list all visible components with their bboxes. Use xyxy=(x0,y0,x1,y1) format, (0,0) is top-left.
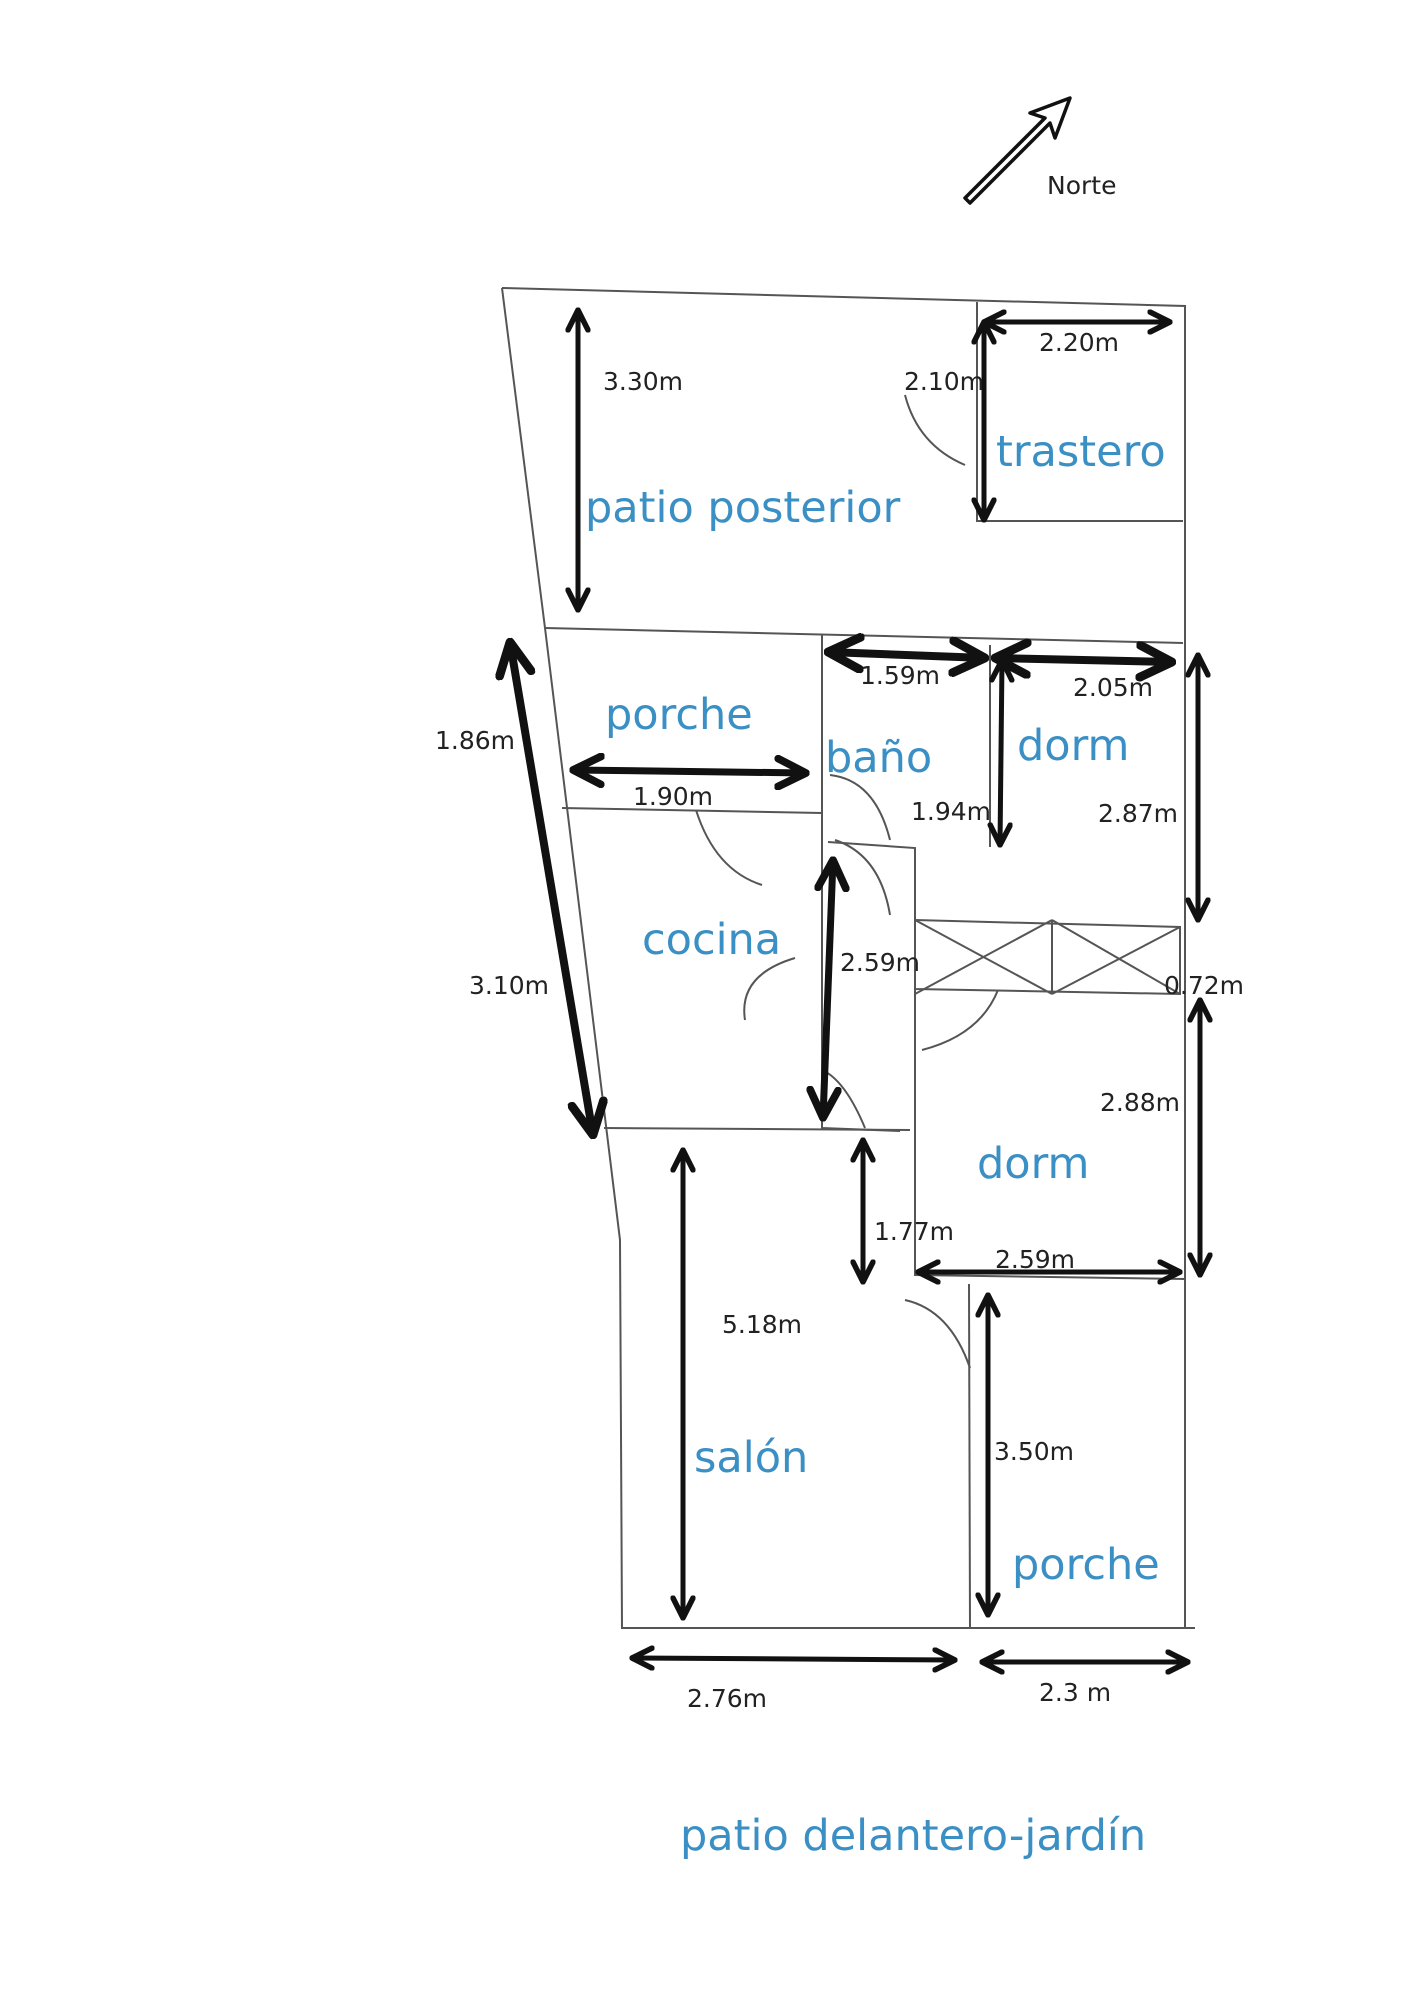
room-dorm-top: dorm xyxy=(1017,721,1129,771)
room-porche-top: porche xyxy=(605,690,753,740)
label-patio-delantero: patio delantero-jardín xyxy=(680,1811,1146,1861)
room-patio-posterior: patio posterior xyxy=(585,483,901,533)
dim-trastero-depth: 2.10m xyxy=(904,367,984,396)
dim-porche-bottom-depth: 3.50m xyxy=(994,1437,1074,1466)
dimension-arrows xyxy=(510,310,1200,1662)
dim-dorm-bottom-depth: 2.88m xyxy=(1100,1088,1180,1117)
dim-salon-depth: 5.18m xyxy=(722,1310,802,1339)
dim-dorm-top-width: 2.05m xyxy=(1073,673,1153,702)
room-cocina: cocina xyxy=(642,915,781,965)
dim-dorm-top-depth: 2.87m xyxy=(1098,799,1178,828)
room-porche-bottom: porche xyxy=(1012,1540,1160,1590)
dim-trastero-width: 2.20m xyxy=(1039,328,1119,357)
dim-salon-width: 2.76m xyxy=(687,1684,767,1713)
dim-bano-width: 1.59m xyxy=(860,661,940,690)
dim-porche-left-depth: 1.86m xyxy=(435,726,515,755)
walls xyxy=(501,287,1195,1629)
dim-porche-bottom-width: 2.3 m xyxy=(1039,1678,1111,1707)
north-arrow-icon xyxy=(963,96,1072,205)
room-trastero: trastero xyxy=(996,427,1166,477)
dim-closet: 0.72m xyxy=(1164,971,1244,1000)
dim-cocina-depth: 3.10m xyxy=(469,971,549,1000)
dim-bano-depth: 1.94m xyxy=(911,797,991,826)
north-label: Norte xyxy=(1047,171,1116,200)
dim-porche-width: 1.90m xyxy=(633,782,713,811)
room-bano: baño xyxy=(825,733,932,783)
dim-dorm-bottom-width: 2.59m xyxy=(995,1245,1075,1274)
dim-hall-bottom: 1.77m xyxy=(874,1217,954,1246)
room-salon: salón xyxy=(694,1433,808,1483)
dim-hall-length: 2.59m xyxy=(840,948,920,977)
room-dorm-bottom: dorm xyxy=(977,1139,1089,1189)
dim-patio-depth: 3.30m xyxy=(603,367,683,396)
